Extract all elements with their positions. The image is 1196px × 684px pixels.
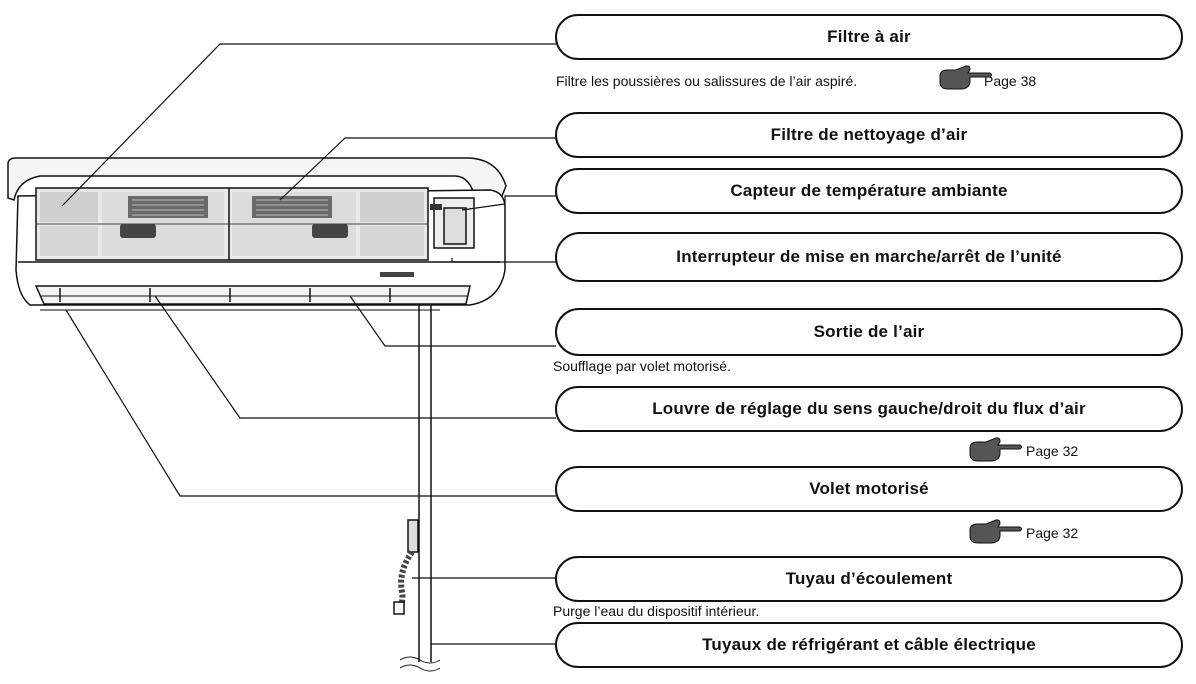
label-sortie: Sortie de l’air bbox=[555, 308, 1183, 356]
leader-volet bbox=[65, 309, 556, 497]
indoor-unit-illustration bbox=[7, 157, 507, 672]
leader-sortie bbox=[349, 295, 556, 347]
label-volet: Volet motorisé bbox=[555, 466, 1183, 512]
label-tuyau-ecoulement: Tuyau d’écoulement bbox=[555, 556, 1183, 602]
label-louvre: Louvre de réglage du sens gauche/droit d… bbox=[555, 386, 1183, 432]
leader-filtre-air bbox=[61, 43, 556, 207]
label-interrupteur: Interrupteur de mise en marche/arrêt de … bbox=[555, 232, 1183, 282]
pointing-hand-icon bbox=[969, 437, 1022, 462]
leader-filtre-nettoyage bbox=[279, 137, 556, 201]
page-ref-louvre: Page 32 bbox=[966, 436, 1078, 466]
label-filtre-air: Filtre à air bbox=[555, 14, 1183, 60]
label-tuyaux-refrigerant: Tuyaux de réfrigérant et câble électriqu… bbox=[555, 622, 1183, 668]
description-sortie: Soufflage par volet motorisé. bbox=[553, 358, 731, 374]
label-filtre-nettoyage: Filtre de nettoyage d’air bbox=[555, 112, 1183, 158]
description-filtre-air: Filtre les poussières ou salissures de l… bbox=[556, 73, 858, 89]
pointing-hand-icon bbox=[939, 65, 992, 90]
page-ref-filtre-air: Page 38 bbox=[939, 65, 1036, 90]
page-ref-volet: Page 32 bbox=[966, 518, 1078, 548]
leader-louvre bbox=[154, 295, 556, 419]
description-tuyau-ecoulement: Purge l’eau du dispositif intérieur. bbox=[553, 603, 760, 619]
leader-lines bbox=[61, 43, 556, 645]
leader-interrupteur bbox=[451, 258, 556, 263]
pointing-hand-icon bbox=[969, 519, 1022, 544]
label-capteur: Capteur de température ambiante bbox=[555, 168, 1183, 214]
leader-capteur bbox=[461, 195, 556, 211]
